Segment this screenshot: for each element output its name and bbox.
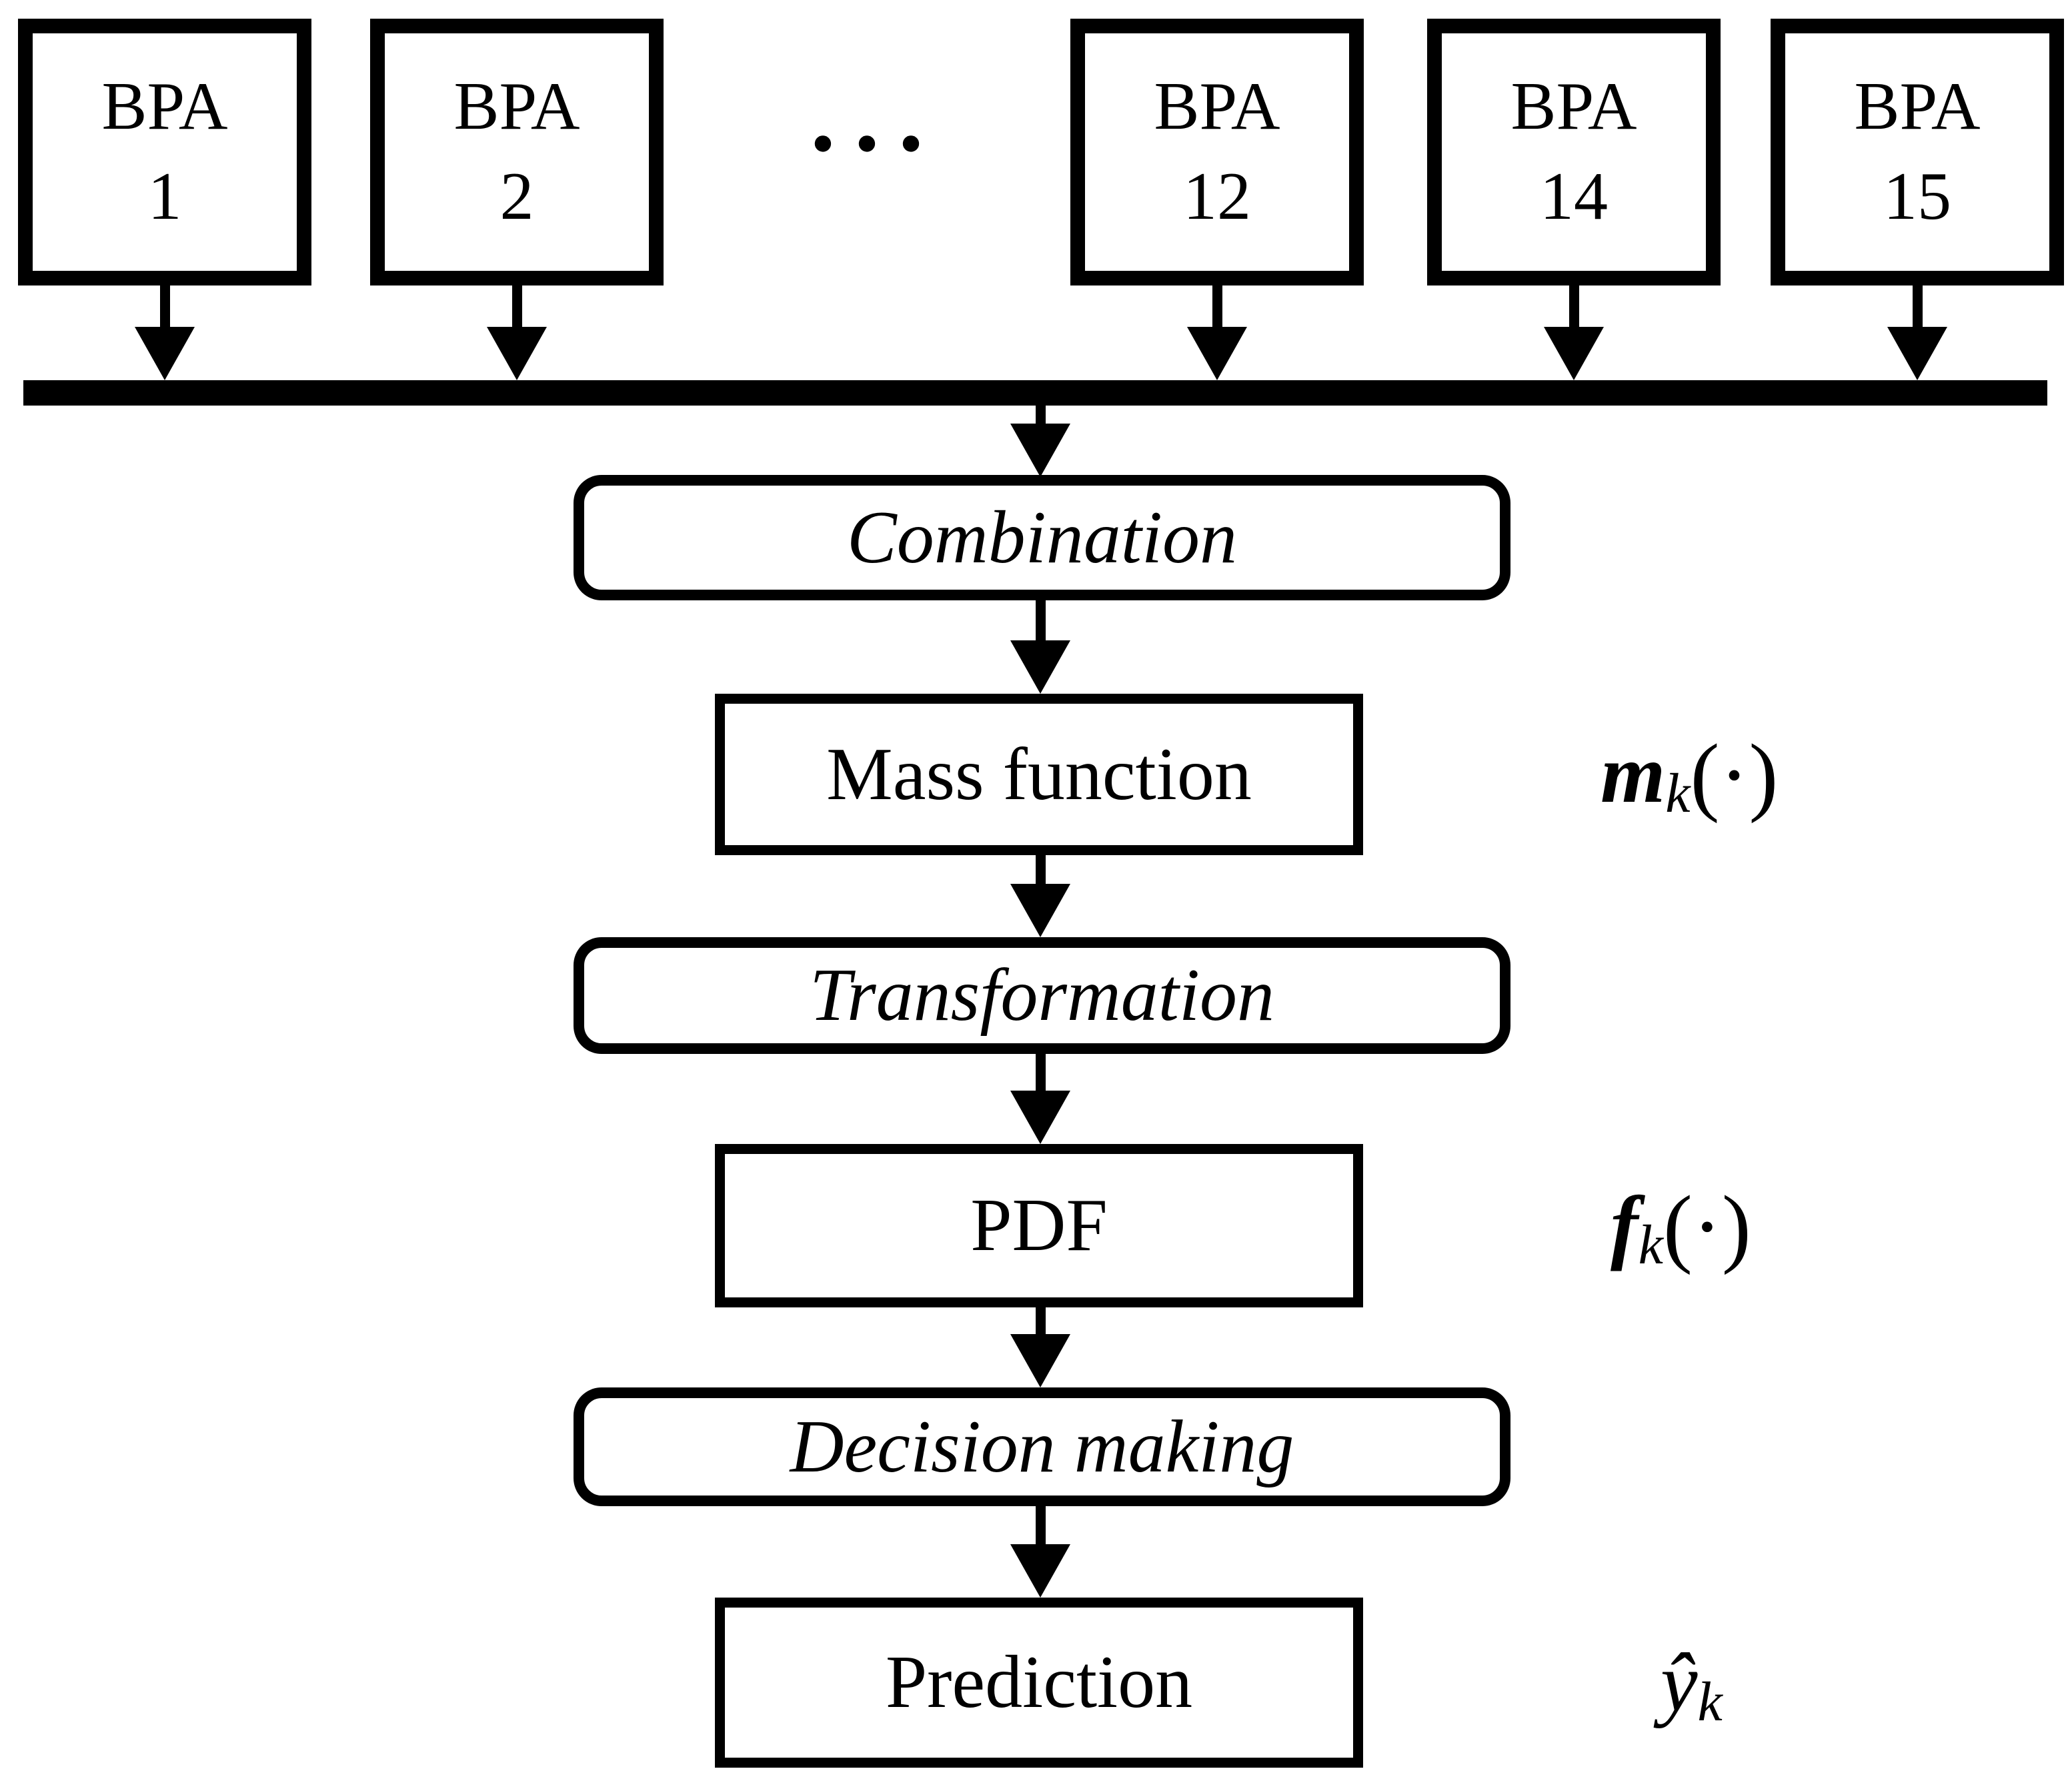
combination-box: Combination	[574, 475, 1510, 600]
pdf-annotation-args: (·)	[1663, 1177, 1751, 1275]
prediction-annotation-subscript: k	[1697, 1671, 1723, 1733]
mass-function-annotation-args: (·)	[1690, 725, 1779, 824]
bpa-2-label: BPA	[453, 69, 580, 145]
arrow-pdf-to-decision-making-icon	[1010, 1307, 1070, 1387]
bpa-12-number: 12	[1183, 159, 1251, 234]
pdf-label: PDF	[970, 1184, 1108, 1267]
transformation-box: Transformation	[574, 937, 1510, 1054]
mass-function-label: Mass function	[826, 732, 1252, 816]
bus-line	[23, 380, 2047, 406]
mass-function-annotation-base: m	[1601, 728, 1666, 820]
bpa-box-12: BPA 12	[1070, 19, 1364, 285]
combination-label: Combination	[847, 496, 1237, 579]
arrow-mass-function-to-transformation-icon	[1010, 855, 1070, 937]
mass-function-box: Mass function	[715, 694, 1363, 855]
bpa-15-down-arrow-icon	[1887, 285, 1947, 380]
bpa-box-2: BPA 2	[370, 19, 664, 285]
arrow-combination-to-mass-function-icon	[1010, 600, 1070, 694]
decision-making-box: Decision making	[574, 1387, 1510, 1506]
arrow-decision-making-to-prediction-icon	[1010, 1506, 1070, 1598]
pdf-box: PDF	[715, 1144, 1363, 1307]
transformation-label: Transformation	[809, 954, 1275, 1037]
bpa-1-number: 1	[147, 159, 182, 234]
bpa-12-label: BPA	[1154, 69, 1280, 145]
bpa-14-number: 14	[1540, 159, 1608, 234]
pdf-annotation-subscript: k	[1638, 1214, 1663, 1276]
bpa-14-label: BPA	[1510, 69, 1637, 145]
bpa-14-down-arrow-icon	[1544, 285, 1604, 380]
bpa-15-number: 15	[1883, 159, 1951, 234]
arrow-transformation-to-pdf-icon	[1010, 1054, 1070, 1144]
bpa-1-down-arrow-icon	[135, 285, 195, 380]
bpa-2-down-arrow-icon	[487, 285, 547, 380]
bpa-15-label: BPA	[1854, 69, 1981, 145]
bpa-box-1: BPA 1	[18, 19, 311, 285]
bpa-12-down-arrow-icon	[1187, 285, 1247, 380]
decision-making-label: Decision making	[790, 1405, 1294, 1488]
bpa-box-14: BPA 14	[1427, 19, 1721, 285]
prediction-box: Prediction	[715, 1598, 1363, 1768]
mass-function-annotation-subscript: k	[1665, 762, 1691, 824]
prediction-annotation-base: ŷ	[1661, 1636, 1698, 1729]
bpa-2-number: 2	[499, 159, 534, 234]
bpa-box-15: BPA 15	[1771, 19, 2064, 285]
ellipsis-dots: ···	[806, 88, 939, 199]
prediction-label: Prediction	[885, 1641, 1193, 1724]
arrow-bus-to-combination-icon	[1010, 406, 1070, 477]
pdf-annotation-base: f	[1611, 1179, 1639, 1272]
bpa-1-label: BPA	[101, 69, 228, 145]
